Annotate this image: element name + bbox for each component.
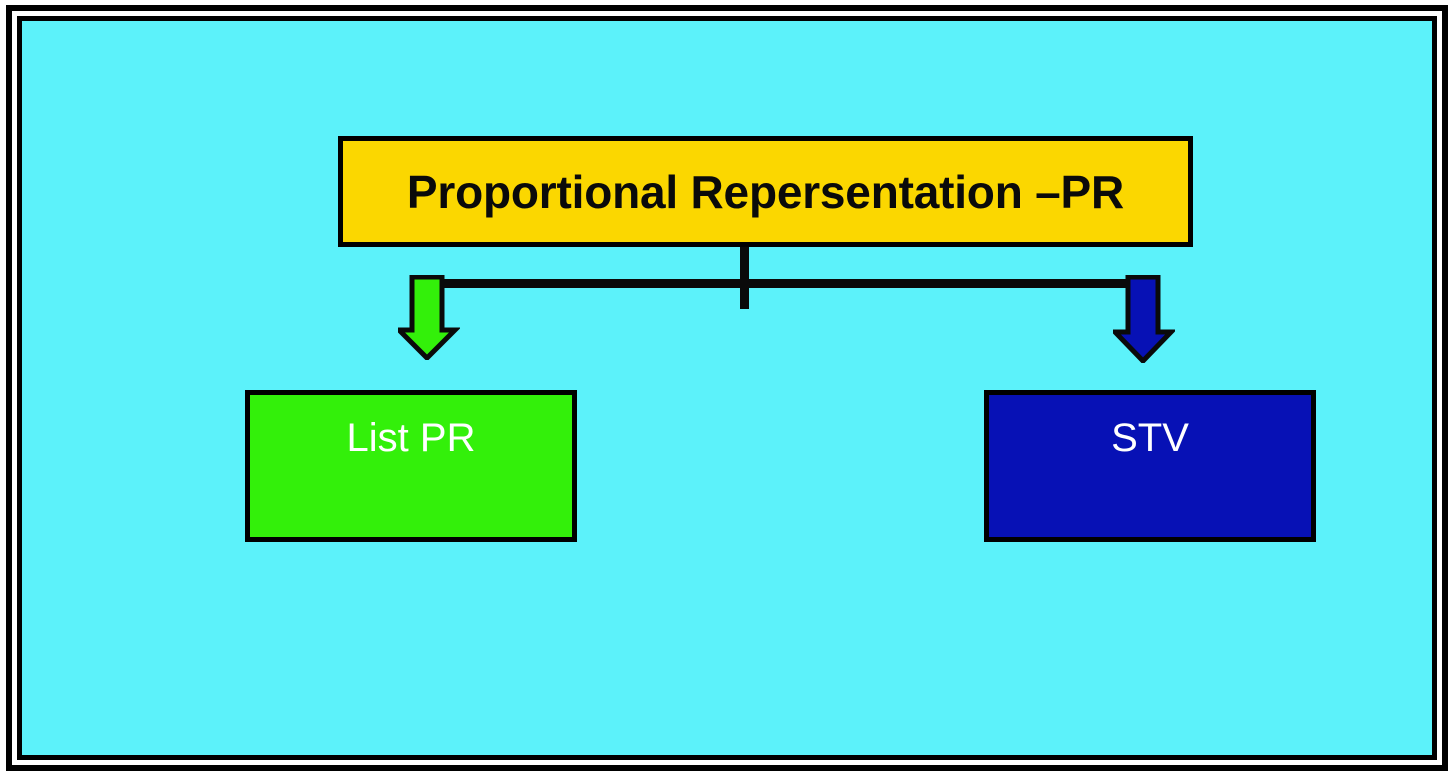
arrow-down-right-icon [1113,275,1175,363]
connector-horizontal-bar [412,279,1157,288]
connector-trunk-vertical [740,245,749,309]
node-stv[interactable]: STV [984,390,1316,542]
node-stv-label: STV [1111,416,1189,460]
node-proportional-representation[interactable]: Proportional Repersentation –PR [338,136,1193,247]
arrow-down-left-icon [398,275,460,360]
arrow-down-right-shape [1113,275,1175,363]
node-list-pr-label: List PR [346,416,476,460]
node-root-label: Proportional Repersentation –PR [406,165,1125,218]
node-list-pr[interactable]: List PR [245,390,577,542]
slide-outer-border [6,5,1448,771]
slide-inner-border [17,16,1437,760]
arrow-down-left-shape [398,275,460,360]
